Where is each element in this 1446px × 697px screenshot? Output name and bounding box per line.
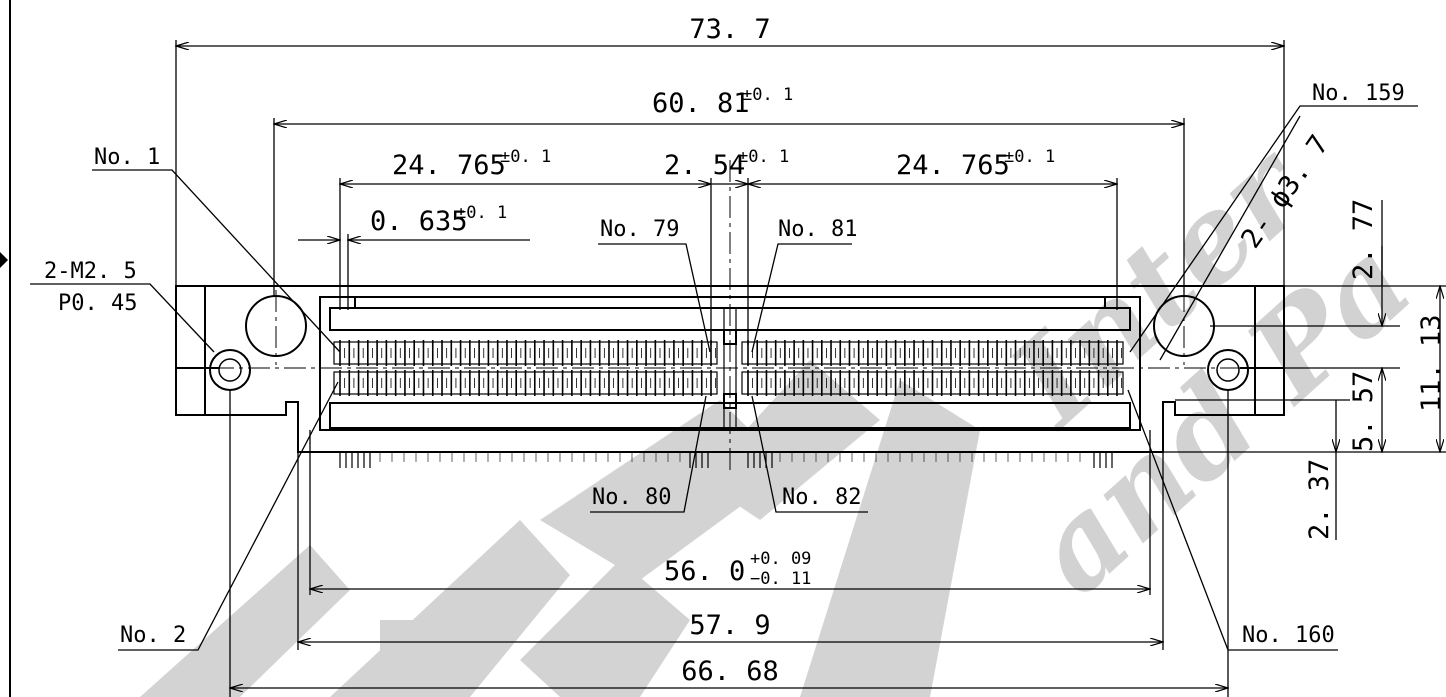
- leader-lines: [30, 105, 1418, 651]
- dim-body-width: 57. 9: [689, 610, 770, 641]
- dim-tail-length: 2. 37: [1304, 459, 1335, 540]
- pin-label-no1: No. 1: [94, 145, 160, 170]
- dim-hole-pitch: 60. 81: [652, 88, 750, 119]
- pin-label-no2: No. 2: [120, 623, 186, 648]
- pin-label-no81: No. 81: [778, 217, 857, 242]
- dim-right-row-span-tol: ±0. 1: [1004, 147, 1055, 167]
- watermark: Inter and Pa: [140, 115, 1438, 697]
- dim-center-gap-tol: ±0. 1: [738, 147, 789, 167]
- pin-label-no82: No. 82: [782, 485, 861, 510]
- pin-label-no159: No. 159: [1312, 81, 1405, 106]
- contact-rows: [333, 340, 1124, 468]
- dim-total-height: 11. 13: [1416, 314, 1446, 412]
- pin-label-no79: No. 79: [600, 217, 679, 242]
- screw-spec-line2: P0. 45: [58, 291, 137, 316]
- dim-overall-width: 73. 7: [689, 14, 770, 45]
- pin-label-no160: No. 160: [1242, 623, 1335, 648]
- dimension-lines: [176, 40, 1446, 697]
- screw-left: [209, 349, 251, 391]
- dim-left-row-span: 24. 765: [392, 150, 506, 181]
- center-lines: [176, 160, 1300, 470]
- dim-pitch-tol: ±0. 1: [456, 203, 507, 223]
- dim-right-row-span: 24. 765: [896, 150, 1010, 181]
- dim-pitch: 0. 635: [370, 206, 468, 237]
- dim-lower-height: 5. 57: [1348, 371, 1379, 452]
- dim-screw-pitch: 66. 68: [681, 656, 779, 687]
- pin-label-no80: No. 80: [592, 485, 671, 510]
- screw-spec-line1: 2-M2. 5: [44, 259, 137, 284]
- watermark-logo: [140, 360, 980, 697]
- dim-housing-tol-minus: −0. 11: [750, 569, 811, 589]
- dim-hole-offset: 2. 77: [1348, 199, 1379, 280]
- dim-hole-pitch-tol: ±0. 1: [742, 85, 793, 105]
- dim-housing-width: 56. 0: [664, 556, 745, 587]
- dim-housing-tol-plus: +0. 09: [750, 549, 811, 569]
- dim-center-gap: 2. 54: [664, 150, 745, 181]
- frame-marker-icon: [0, 252, 8, 268]
- dim-left-row-span-tol: ±0. 1: [500, 147, 551, 167]
